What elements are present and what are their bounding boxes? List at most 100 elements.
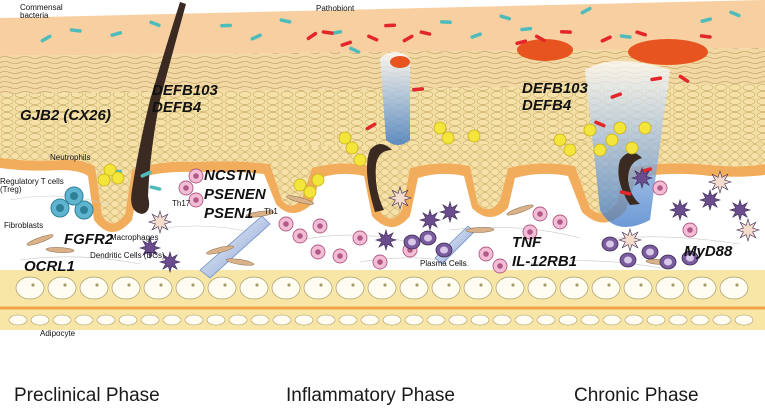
fibroblast xyxy=(465,227,495,233)
adipocyte xyxy=(655,276,685,300)
gene-defb-chronic: DEFB103 DEFB4 xyxy=(522,80,588,115)
pathobiont-rod xyxy=(384,23,397,28)
neutrophil xyxy=(638,121,652,135)
fibroblast xyxy=(506,204,534,216)
th-nucleus xyxy=(315,249,321,255)
adipocyte xyxy=(239,276,269,300)
abscess-right xyxy=(628,39,708,65)
neutrophil xyxy=(441,131,455,145)
adipocyte-row-lower xyxy=(8,314,754,326)
label-treg: Regulatory T cells (Treg) xyxy=(0,177,64,194)
adipocyte xyxy=(111,276,141,300)
gene-ocrl1: OCRL1 xyxy=(24,258,75,275)
abscess-left xyxy=(517,39,573,61)
pathobiont-rod xyxy=(402,34,414,43)
adipocyte xyxy=(559,276,589,300)
adipocyte-nucleus xyxy=(351,283,355,287)
th-nucleus xyxy=(193,173,199,179)
pathobiont-rod xyxy=(619,190,632,196)
label-adipocyte: Adipocyte xyxy=(40,329,76,338)
neutrophil xyxy=(303,185,317,199)
commensal-rod xyxy=(40,34,52,43)
commensal-rod xyxy=(220,23,233,28)
plasma-nucleus xyxy=(686,254,694,262)
hair-follicle-inflammatory xyxy=(366,144,392,212)
neutrophil-cluster xyxy=(97,121,652,199)
basal-cell-layer xyxy=(0,140,765,224)
plasma-nucleus xyxy=(646,248,654,256)
phase-title-chronic: Chronic Phase xyxy=(574,385,699,406)
th-nucleus xyxy=(193,197,199,203)
fibroblast xyxy=(286,195,314,205)
dendritic-cell xyxy=(158,250,182,274)
gene-defb-preclinical: DEFB103 DEFB4 xyxy=(152,82,218,117)
plasma-nucleus xyxy=(624,256,632,264)
adipocyte-nucleus xyxy=(511,283,515,287)
treg-nucleus xyxy=(56,204,64,212)
adipocyte xyxy=(47,276,77,300)
adipocyte-nucleus xyxy=(639,283,643,287)
commensal-rod xyxy=(580,6,592,15)
adipocyte xyxy=(206,314,226,326)
neutrophil xyxy=(553,133,567,147)
neutrophil xyxy=(625,141,639,155)
adipocyte-nucleus xyxy=(319,283,323,287)
regulatory-t-cells xyxy=(50,186,94,220)
adipocyte xyxy=(294,314,314,326)
pathobiont-rod xyxy=(515,39,528,46)
pathobiont-rod xyxy=(340,40,353,47)
commensal-rod xyxy=(619,34,632,39)
label-commensal-bacteria: Commensal bacteria xyxy=(20,3,63,20)
adipocyte-nucleus xyxy=(575,283,579,287)
pathobiont-rod xyxy=(635,30,647,37)
adipocyte xyxy=(15,276,45,300)
label-th17: Th17 xyxy=(172,199,191,208)
adipocyte xyxy=(536,314,556,326)
adipocyte-nucleus xyxy=(607,283,611,287)
th-nucleus xyxy=(337,253,343,259)
pathobiont-rod xyxy=(699,34,712,39)
adipocyte-nucleus xyxy=(63,283,67,287)
commensal-rod xyxy=(279,18,292,24)
adipocyte-nucleus xyxy=(671,283,675,287)
th-nucleus xyxy=(687,227,693,233)
plasma-nucleus xyxy=(408,238,416,246)
neutrophil xyxy=(103,163,117,177)
commensal-rod xyxy=(439,20,452,25)
adipocyte xyxy=(470,314,490,326)
adipocyte-nucleus xyxy=(735,283,739,287)
macrophage xyxy=(147,209,173,235)
neutrophil xyxy=(605,133,619,147)
label-neutrophils: Neutrophils xyxy=(50,153,91,162)
adipocyte xyxy=(712,314,732,326)
adipocyte xyxy=(580,314,600,326)
adipocyte-row-upper xyxy=(15,276,749,300)
adipocyte-nucleus xyxy=(31,283,35,287)
th-nucleus xyxy=(377,259,383,265)
treg-nucleus xyxy=(70,192,78,200)
t-helper-cells xyxy=(178,168,698,274)
dendritic-cells xyxy=(138,166,761,274)
adipocyte-nucleus xyxy=(415,283,419,287)
adipocyte-nucleus xyxy=(543,283,547,287)
dendritic-cell xyxy=(374,228,398,252)
label-dendritic-cells: Dendritic Cells (DCs) xyxy=(90,251,165,260)
pathobiont-rod xyxy=(365,122,377,131)
adipocyte xyxy=(79,276,109,300)
macrophage xyxy=(707,169,733,195)
fibroblast xyxy=(45,247,75,253)
dermis-fibers xyxy=(9,195,741,269)
adipocyte xyxy=(687,276,717,300)
th-nucleus xyxy=(527,229,533,235)
adipocyte xyxy=(690,314,710,326)
adipocyte-nucleus xyxy=(95,283,99,287)
adipocyte-nucleus xyxy=(479,283,483,287)
pathobiont-rod xyxy=(559,30,572,34)
adipocyte xyxy=(338,314,358,326)
adipocyte xyxy=(734,314,754,326)
commensal-rod xyxy=(729,10,741,18)
gene-ncstn-psenen-psen1: NCSTN PSENEN PSEN1 xyxy=(204,167,266,222)
fibroblast xyxy=(26,234,54,246)
